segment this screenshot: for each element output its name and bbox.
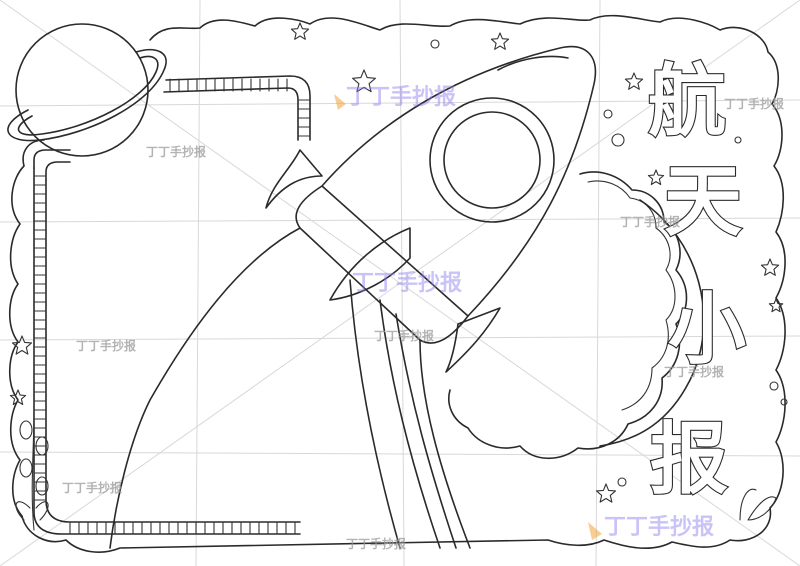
watermark-7: 丁丁手抄报 <box>346 536 406 551</box>
bubbles-group <box>430 39 788 487</box>
watermark-4: 丁丁手抄报 <box>76 338 136 353</box>
star-icon <box>768 298 784 313</box>
rocket-cloud <box>448 171 688 459</box>
watermark-2: 丁丁手抄报 <box>620 214 680 229</box>
star-icon <box>290 22 310 40</box>
star-icon <box>760 258 780 276</box>
watermarks: 丁丁手抄报 丁丁手抄报 丁丁手抄报 丁丁手抄报 丁丁手抄报 丁丁手抄报 丁丁手抄… <box>62 85 784 551</box>
watermark-color-2: 丁丁手抄报 <box>352 271 462 296</box>
notes-frame <box>33 75 311 535</box>
watermark-logo-1 <box>334 94 346 110</box>
star-icon <box>11 335 33 355</box>
plant-sprig-right <box>739 488 777 521</box>
watermark-logo-2 <box>588 522 602 540</box>
watermark-color-3: 丁丁手抄报 <box>604 515 714 540</box>
title-char-4: 报 <box>650 415 728 505</box>
star-icon <box>595 483 617 503</box>
watermark-5: 丁丁手抄报 <box>664 364 724 379</box>
rocket-cloud-inner <box>587 180 676 411</box>
planet-drawing <box>7 23 167 157</box>
star-icon <box>9 389 27 406</box>
plant-sprig <box>15 409 49 531</box>
title-char-1: 航 <box>648 57 726 147</box>
cloud-border <box>8 14 786 553</box>
watermark-1: 丁丁手抄报 <box>146 144 206 159</box>
stars-group <box>9 22 784 503</box>
title-vertical: 航 天 小 报 <box>647 56 747 506</box>
title-char-2: 天 <box>664 157 742 247</box>
title-char-3: 小 <box>668 285 746 375</box>
watermark-color-1: 丁丁手抄报 <box>346 85 456 110</box>
star-icon <box>624 72 644 90</box>
cloud-arc <box>599 199 705 447</box>
rocket-drawing <box>109 45 597 549</box>
watermark-3: 丁丁手抄报 <box>374 328 434 343</box>
watermark-6: 丁丁手抄报 <box>62 480 122 495</box>
star-icon <box>490 32 510 50</box>
watermark-8: 丁丁手抄报 <box>724 96 784 111</box>
star-icon <box>647 169 665 186</box>
star-icon <box>352 69 376 93</box>
